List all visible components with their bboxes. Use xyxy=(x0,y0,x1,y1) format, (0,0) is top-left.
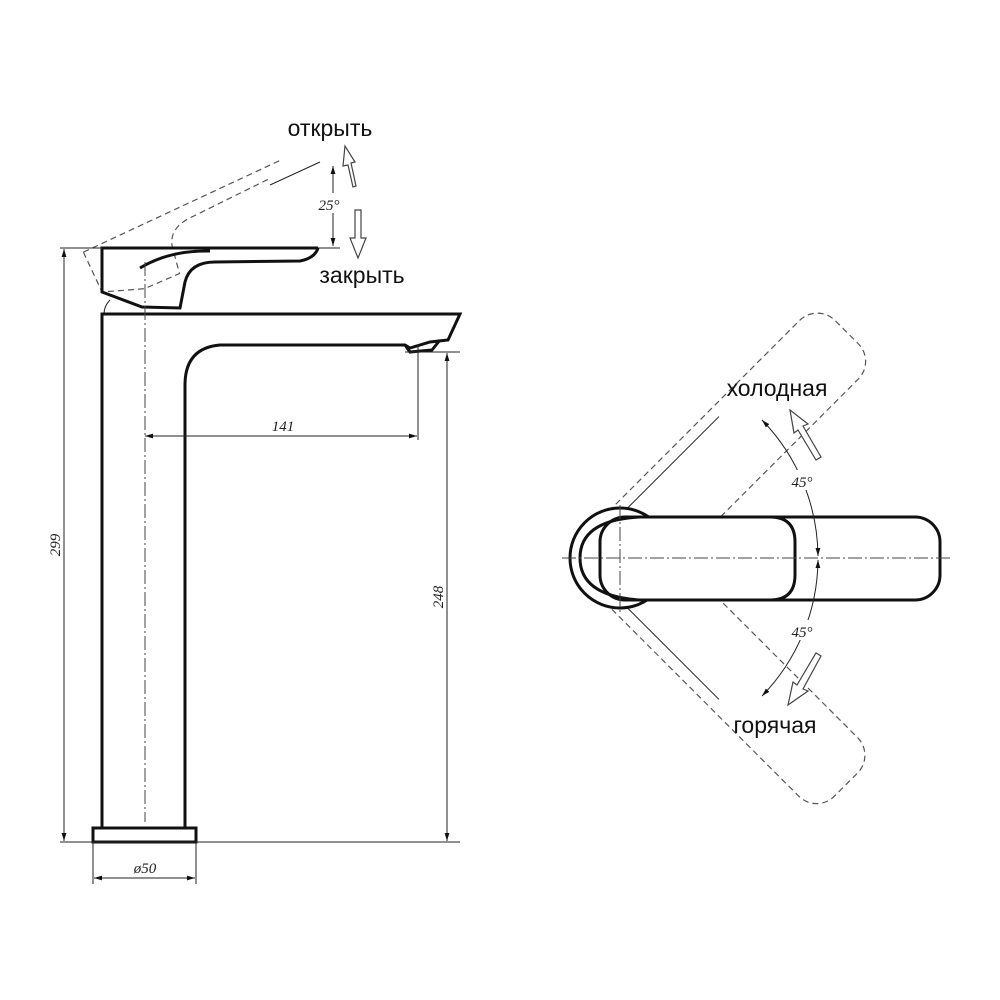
angle-label: 25° xyxy=(319,198,340,214)
angle-cold-label: 45° xyxy=(792,475,813,491)
label-cold: холодная xyxy=(727,375,828,401)
label-hot: горячая xyxy=(734,712,817,738)
cold-arrow-icon xyxy=(789,408,822,461)
handle-cold-position xyxy=(586,312,867,593)
open-arrow-icon xyxy=(342,144,357,188)
top-view: 45° 45° холодная горячая xyxy=(562,312,952,805)
close-arrow-icon xyxy=(349,209,367,260)
dim-base-diameter: ø50 xyxy=(133,861,157,877)
angle-hot-label: 45° xyxy=(792,625,813,641)
handle-open-position xyxy=(82,160,280,293)
dim-total-height: 299 xyxy=(48,533,64,556)
hot-arrow-icon xyxy=(787,652,822,707)
handle xyxy=(100,246,320,310)
label-open: открыть xyxy=(288,115,373,141)
faucet-body xyxy=(100,312,463,828)
handle-hot-position xyxy=(585,524,866,805)
dim-reach: 141 xyxy=(272,419,295,435)
faucet-base xyxy=(91,826,198,844)
side-view: 141 248 299 ø50 25° открыть закрыть xyxy=(48,115,463,884)
dim-spout-height: 248 xyxy=(431,585,447,608)
label-close: закрыть xyxy=(319,262,404,288)
